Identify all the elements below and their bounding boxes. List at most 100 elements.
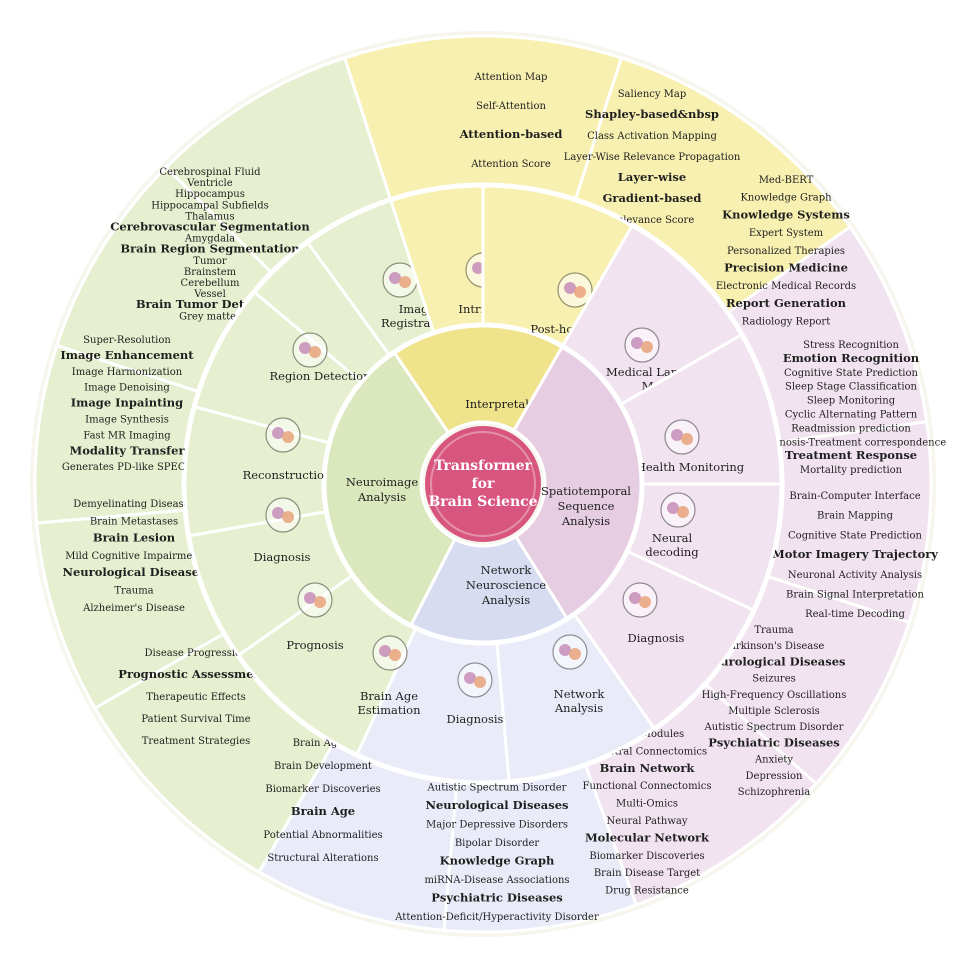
brain-grid-icon — [265, 417, 301, 453]
category-heading: Prognostic Assessments — [118, 667, 273, 681]
category-heading: Psychiatric Diseases — [431, 891, 563, 905]
middle-segment-label: Neural — [652, 531, 693, 545]
inner-ring: NeuroimageAnalysisInterpretabilitySpatio… — [323, 324, 643, 644]
topic-label: Self-Attention — [476, 101, 546, 112]
topic-label: Bipolar Disorder — [455, 838, 540, 849]
middle-segment-label: Network — [554, 687, 606, 701]
center-title-line-2: for — [472, 476, 495, 492]
category-heading: Treatment Response — [785, 448, 917, 462]
category-heading: Brain Age — [291, 804, 355, 818]
topic-label: Image Harmonization — [72, 367, 183, 378]
topic-label: Med-BERT — [759, 175, 814, 186]
topic-label: Biomarker Discoveries — [589, 851, 704, 862]
smartwatch-icon — [664, 419, 700, 455]
topic-label: Brain-Computer Interface — [789, 491, 920, 502]
inner-segment-divider — [392, 324, 565, 435]
middle-segment: Region Detection — [252, 240, 392, 384]
middle-segment-label: Diagnosis — [254, 550, 311, 564]
topic-label: Cognitive State Prediction — [788, 530, 922, 541]
topic-label: Autistic Spectrum Disorder — [427, 783, 567, 794]
category-heading: Knowledge Graph — [440, 854, 555, 868]
category-heading: Precision Medicine — [724, 261, 848, 275]
topic-label: Attention Map — [474, 72, 548, 83]
topic-label: Saliency Map — [618, 89, 687, 100]
category-heading: Layer-wise — [618, 170, 686, 184]
topic-label: Readmission prediction — [791, 423, 911, 434]
topic-label: Attention Score — [470, 159, 551, 170]
category-heading: Knowledge Systems — [722, 207, 850, 221]
inner-segment-divider — [409, 534, 569, 644]
inner-segment-label: Neuroscience — [466, 578, 546, 592]
topic-label: Demyelinating Diseases — [73, 499, 194, 510]
inner-segment-label: Spatiotemporal — [541, 484, 631, 498]
middle-segment-label: Health Monitoring — [636, 460, 745, 474]
category-heading: Neurological Diseases — [425, 798, 568, 812]
category-heading: Gradient-based — [603, 191, 702, 205]
topic-label: Grey matter — [179, 311, 241, 322]
category-heading: Molecular Network — [585, 830, 710, 844]
topic-label: miRNA-Disease Associations — [424, 875, 569, 886]
outer-segment: Cerebrospinal FluidVentricleHippocampusH… — [110, 56, 393, 322]
topic-label: Disease Progression — [144, 648, 248, 659]
center-circle — [425, 426, 541, 542]
topic-label: Autistic Spectrum Disorder — [704, 722, 844, 733]
head-brain-icon — [552, 634, 588, 670]
outer-segment-divider — [164, 56, 393, 274]
middle-ring: ImageRegistrationIntrinsicPost-hocMedica… — [183, 184, 783, 784]
screen-icon — [265, 497, 301, 533]
topic-label: Cerebellum — [181, 278, 240, 289]
topic-label: Treatment Strategies — [142, 736, 251, 747]
topic-label: Major Depressive Disorders — [426, 820, 568, 831]
topic-label: Personalized Therapies — [727, 246, 845, 257]
brain-slice-icon — [292, 332, 328, 368]
topic-label: Brain Aging — [293, 738, 354, 749]
topic-label: Potential Abnormalities — [263, 830, 382, 841]
category-heading: Report Generation — [726, 296, 847, 310]
outer-ring: Cross ModalitiesDeformable RegistrationV… — [33, 34, 946, 934]
middle-segment-label: Diagnosis — [447, 712, 504, 726]
topic-label: Multiple Sclerosis — [728, 706, 820, 717]
middle-segment-label: Prognosis — [286, 638, 343, 652]
center-ring-highlight — [430, 431, 536, 537]
inner-segment-label: Network — [481, 563, 533, 577]
center-title-line-3: Brain Science — [428, 494, 537, 510]
topic-label: Seizures — [752, 674, 796, 685]
topic-label: Diagnosis-Treatment correspondence — [756, 437, 946, 448]
category-heading: Psychiatric Diseases — [708, 735, 840, 749]
inner-segment-label: Analysis — [481, 593, 530, 607]
topic-label: High-Frequency Oscillations — [702, 690, 847, 701]
middle-segment-label: Post-hoc — [530, 322, 579, 336]
topic-label: Sleep Monitoring — [807, 396, 896, 407]
category-heading: Brain Region Segmentation — [120, 242, 300, 256]
topic-label: Brain Development — [274, 761, 372, 772]
topic-label: Schizophrenia — [738, 787, 811, 798]
topic-label: Multi-Omics — [616, 799, 678, 810]
topic-label: Neuronal Activity Analysis — [788, 570, 922, 581]
inner-segment-divider — [511, 345, 643, 621]
topic-label: Cyclic Alternating Pattern — [785, 410, 918, 421]
topic-label: Tumor — [193, 256, 227, 267]
topic-label: Trauma — [114, 586, 153, 597]
inner-segment-label: Analysis — [357, 490, 406, 504]
outer-segment-shape — [343, 35, 623, 200]
topic-label: Brain Metastases — [90, 516, 178, 527]
topic-label: Mild Cognitive Impairment — [65, 551, 203, 562]
topic-label: Ventricle — [186, 178, 232, 189]
brain-icon — [457, 662, 493, 698]
topic-label: Radiology Report — [742, 317, 830, 328]
inner-segment-label: Analysis — [561, 514, 610, 528]
middle-segment-label: decoding — [645, 545, 699, 559]
inner-segment-label: Sequence — [558, 499, 615, 513]
lightbulb-brain-icon — [557, 272, 593, 308]
topic-label: Brain Disease Target — [594, 868, 700, 879]
topic-label: Generates PD-like SPECT — [62, 462, 193, 473]
